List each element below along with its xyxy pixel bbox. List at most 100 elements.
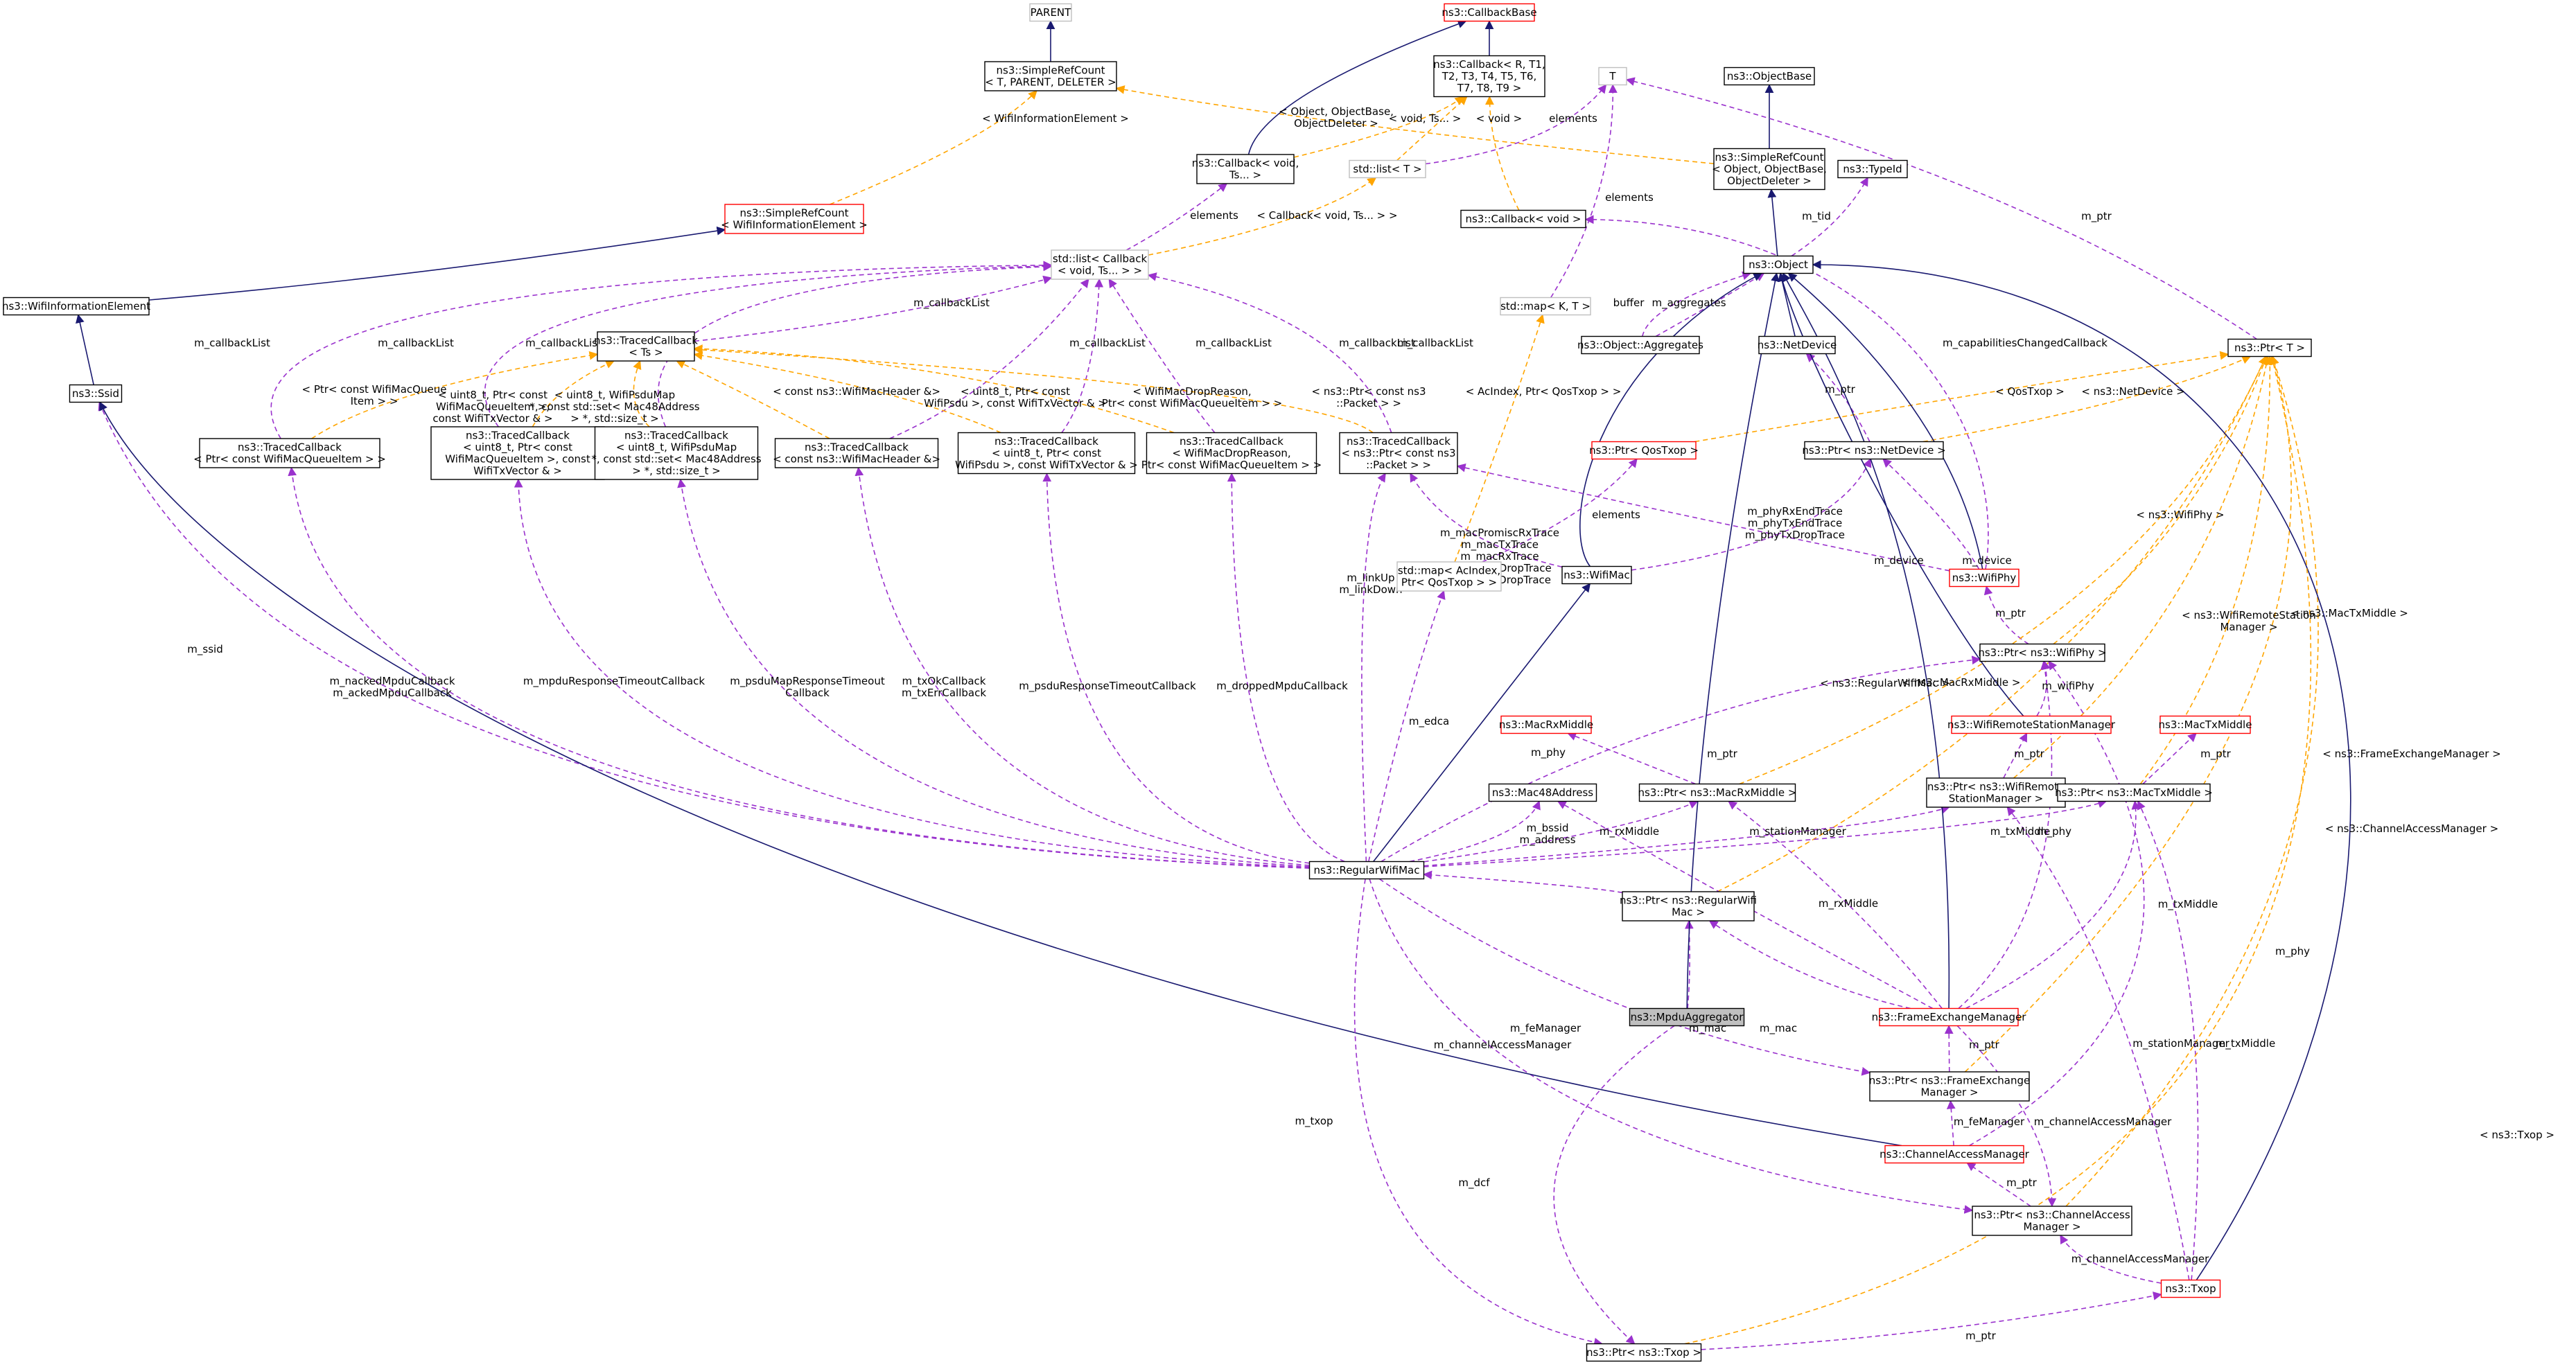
edge-label-object-tpl: < Object, ObjectBase,ObjectDeleter > [1279, 105, 1394, 130]
node-label: ns3::ObjectBase [1727, 70, 1812, 82]
node-tc-mpdu-response[interactable]: ns3::TracedCallback< uint8_t, Ptr< const… [430, 426, 605, 480]
node-wifi-mac[interactable]: ns3::WifiMac [1561, 565, 1632, 585]
node-parent[interactable]: PARENT [1029, 3, 1072, 22]
node-box [1561, 565, 1632, 585]
node-simple-ref-count-object[interactable]: ns3::SimpleRefCount< Object, ObjectBase,… [1712, 148, 1827, 191]
node-label: ns3::TracedCallback< uint8_t, Ptr< const… [445, 430, 590, 477]
edge-label-m-callback-list-6: m_callbackList [1069, 337, 1146, 350]
node-box [957, 432, 1136, 475]
edge-label-tpl-packet: < ns3::Ptr< const ns3::Packet > > [1312, 385, 1426, 409]
edge-label-tpl-acindex: < AcIndex, Ptr< QosTxop > > [1466, 385, 1622, 398]
node-tc-mac-queue-item[interactable]: ns3::TracedCallback< Ptr< const WifiMacQ… [193, 438, 386, 468]
node-tc-psdu-response[interactable]: ns3::TracedCallback< uint8_t, Ptr< const… [955, 432, 1138, 475]
node-wifi-remote-station-manager[interactable]: ns3::WifiRemoteStationManager [1947, 715, 2116, 734]
node-ptr-t[interactable]: ns3::Ptr< T > [2227, 338, 2312, 358]
node-box [1396, 561, 1502, 592]
node-txop[interactable]: ns3::Txop [2160, 1279, 2221, 1298]
edge-regular_wifi_mac-to-tc_mpdu_response [514, 478, 1310, 868]
edge-std_map_kt-to-t [1550, 84, 1618, 298]
node-ptr-mac-rx-middle[interactable]: ns3::Ptr< ns3::MacRxMiddle > [1638, 783, 1797, 802]
node-simple-ref-count-wifi[interactable]: ns3::SimpleRefCount< WifiInformationElem… [721, 204, 868, 234]
node-ptr-wifi-phy[interactable]: ns3::Ptr< ns3::WifiPhy > [1978, 643, 2107, 662]
edge-regular_wifi_mac-to-ptr_mac_tx_middle [1423, 799, 2108, 867]
node-object-base[interactable]: ns3::ObjectBase [1724, 67, 1815, 86]
node-net-device[interactable]: ns3::NetDevice [1758, 335, 1837, 355]
node-traced-callback-ts[interactable]: ns3::TracedCallback< Ts > [594, 331, 698, 362]
edge-label-tpl-mac-rx-middle: < ns3::MacRxMiddle > [1902, 676, 2021, 689]
edge-wifi_phy-to-ptr_net_device [1882, 458, 1980, 570]
node-ptr-net-device[interactable]: ns3::Ptr< ns3::NetDevice > [1802, 441, 1946, 460]
node-mac-tx-middle[interactable]: ns3::MacTxMiddle [2159, 715, 2252, 734]
node-simple-ref-count[interactable]: ns3::SimpleRefCount< T, PARENT, DELETER … [984, 61, 1117, 91]
node-label: ns3::ChannelAccessManager [1880, 1148, 2029, 1161]
node-mac48-address[interactable]: ns3::Mac48Address [1488, 783, 1597, 802]
edge-channel_access_manager-to-ssid [99, 401, 1902, 1147]
edge-regular_wifi_mac-to-ptr_frame_exchange_manager [1378, 878, 1871, 1076]
node-callback-base[interactable]: ns3::CallbackBase [1442, 3, 1537, 22]
edge-label-m-mpdu-response: m_mpduResponseTimeoutCallback [523, 675, 706, 688]
node-label: ns3::Callback< void > [1465, 213, 1581, 225]
node-label: ns3::TracedCallback< Ts > [594, 335, 698, 359]
node-t[interactable]: T [1598, 67, 1627, 86]
node-box [1146, 432, 1317, 475]
node-tc-drop-reason[interactable]: ns3::TracedCallback< WifiMacDropReason,P… [1141, 432, 1322, 475]
edge-label-m-callback-list-4: m_callbackList [525, 337, 602, 350]
node-wifi-phy[interactable]: ns3::WifiPhy [1949, 568, 2019, 588]
edge-tc_mpdu_response-to-traced_callback_ts [532, 360, 615, 427]
edge-regular_wifi_mac-to-tc_mac_header [855, 466, 1310, 866]
edge-tc_drop_reason-to-std_list_callback [1108, 278, 1216, 434]
node-tc-mac-header[interactable]: ns3::TracedCallback< const ns3::WifiMacH… [773, 438, 940, 468]
node-box [1460, 209, 1586, 229]
edge-label-m-ptr-net: m_ptr [1825, 383, 1856, 396]
node-std-map-acindex[interactable]: std::map< AcIndex,Ptr< QosTxop > > [1396, 561, 1502, 592]
edge-label-tpl-wifi-phy: < ns3::WifiPhy > [2136, 509, 2224, 521]
node-object-aggregates[interactable]: ns3::Object::Aggregates [1577, 335, 1703, 355]
node-object[interactable]: ns3::Object [1743, 255, 1814, 274]
node-regular-wifi-mac[interactable]: ns3::RegularWifiMac [1308, 861, 1425, 880]
edge-ptr_wifi_remote_station_manager-to-wifi_remote_station_manager [2003, 732, 2028, 779]
node-tc-packet[interactable]: ns3::TracedCallback< ns3::Ptr< const ns3… [1339, 432, 1458, 475]
node-std-list-callback[interactable]: std::list< Callback< void, Ts... > > [1051, 249, 1149, 280]
node-ptr-txop[interactable]: ns3::Ptr< ns3::Txop > [1586, 1343, 1702, 1362]
node-type-id[interactable]: ns3::TypeId [1837, 159, 1908, 179]
edge-label-m-rx-middle-1: m_rxMiddle [1600, 825, 1659, 838]
node-mac-rx-middle[interactable]: ns3::MacRxMiddle [1499, 715, 1593, 734]
edge-wifi_phy-to-callback_void [1584, 215, 1989, 570]
node-ssid[interactable]: ns3::Ssid [69, 384, 123, 403]
edge-ptr_mac_rx_middle-to-ptr_t [1739, 355, 2267, 785]
edge-tc_psdu_map-to-traced_callback_ts [633, 360, 650, 427]
node-wifi-information-element[interactable]: ns3::WifiInformationElement [2, 297, 150, 316]
edge-label-m-callback-list-7: m_callbackList [1339, 337, 1415, 350]
node-frame-exchange-manager[interactable]: ns3::FrameExchangeManager [1872, 1007, 2027, 1027]
edge-regular_wifi_mac-to-ptr_txop [1353, 879, 1603, 1347]
node-std-map-kt[interactable]: std::map< K, T > [1500, 297, 1591, 316]
node-ptr-mac-tx-middle[interactable]: ns3::Ptr< ns3::MacTxMiddle > [2055, 783, 2213, 802]
node-box [2227, 338, 2312, 358]
node-callback-void-ts[interactable]: ns3::Callback< void,Ts... > [1192, 154, 1299, 184]
node-label: ns3::Ptr< ns3::NetDevice > [1802, 444, 1945, 457]
node-label: ns3::Callback< R, T1,T2, T3, T4, T5, T6,… [1433, 58, 1545, 94]
node-label: ns3::SimpleRefCount< Object, ObjectBase,… [1712, 151, 1827, 187]
node-ptr-qos-txop[interactable]: ns3::Ptr< QosTxop > [1589, 441, 1699, 460]
node-std-list-t[interactable]: std::list< T > [1349, 159, 1426, 179]
node-callback-void[interactable]: ns3::Callback< void > [1460, 209, 1586, 229]
node-mpdu-aggregator[interactable]: ns3::MpduAggregator [1629, 1007, 1745, 1027]
node-box [774, 438, 939, 468]
node-tc-psdu-map[interactable]: ns3::TracedCallback< uint8_t, WifiPsduMa… [591, 426, 762, 480]
node-box [1349, 159, 1426, 179]
edge-frame_exchange_manager-to-ptr_mac_tx_middle [1965, 800, 2141, 1009]
edge-tc_psdu_response-to-traced_callback_ts [693, 351, 1001, 434]
node-box [597, 331, 695, 362]
node-callback-generic[interactable]: ns3::Callback< R, T1,T2, T3, T4, T5, T6,… [1433, 55, 1545, 98]
node-channel-access-manager[interactable]: ns3::ChannelAccessManager [1880, 1145, 2030, 1164]
edge-wifi_mac-to-tc_packet [1410, 473, 1563, 568]
node-label: ns3::WifiMac [1563, 569, 1629, 581]
node-box [1051, 249, 1149, 280]
edge-label-m-tx-middle-2: m_txMiddle [2158, 898, 2218, 911]
